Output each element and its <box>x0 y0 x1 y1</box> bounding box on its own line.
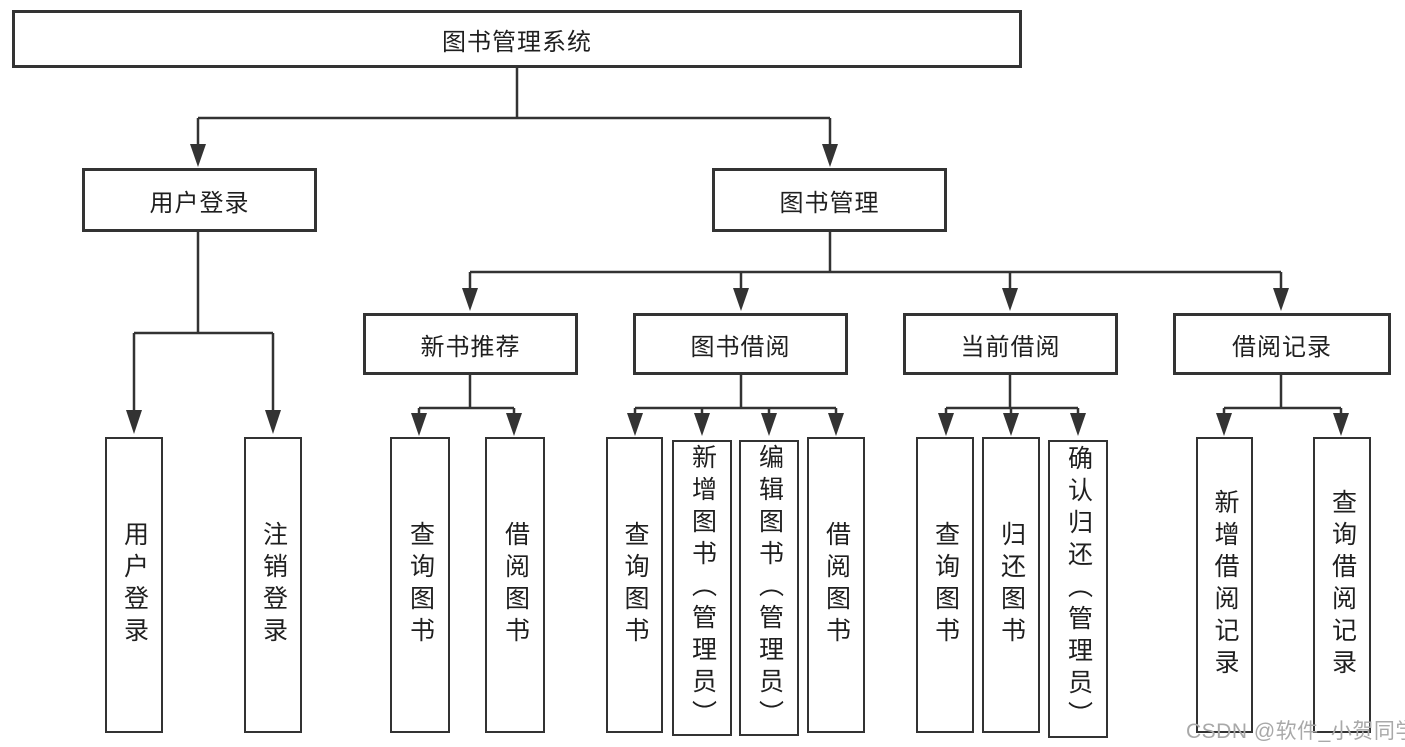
leaf-borrow-books-recommend-label: 借阅图书 <box>501 521 530 649</box>
leaf-query-books-current-label: 查询图书 <box>931 521 960 649</box>
leaf-logout: 注销登录 <box>244 437 302 733</box>
node-root: 图书管理系统 <box>12 10 1022 68</box>
leaf-query-borrow-record: 查询借阅记录 <box>1313 437 1371 733</box>
leaf-confirm-return-admin: 确认归还（管理员） <box>1048 440 1108 738</box>
node-borrow-records: 借阅记录 <box>1173 313 1391 375</box>
leaf-add-books-admin: 新增图书（管理员） <box>672 440 732 736</box>
node-book-borrow: 图书借阅 <box>633 313 848 375</box>
node-new-book-recommend: 新书推荐 <box>363 313 578 375</box>
leaf-return-books-label: 归还图书 <box>997 521 1026 649</box>
leaf-query-books-borrow: 查询图书 <box>606 437 663 733</box>
arrowheads <box>126 144 1349 436</box>
leaf-user-login: 用户登录 <box>105 437 163 733</box>
node-root-label: 图书管理系统 <box>442 28 592 56</box>
node-book-management: 图书管理 <box>712 168 947 232</box>
node-user-login: 用户登录 <box>82 168 317 232</box>
node-book-management-label: 图书管理 <box>779 189 880 217</box>
leaf-query-borrow-record-label: 查询借阅记录 <box>1328 489 1357 681</box>
leaf-edit-books-admin: 编辑图书（管理员） <box>739 440 799 736</box>
node-new-book-recommend-label: 新书推荐 <box>420 333 521 361</box>
csdn-watermark: CSDN @软件_小贺同学 <box>1186 720 1405 743</box>
leaf-confirm-return-admin-label: 确认归还（管理员） <box>1064 445 1093 733</box>
leaf-logout-label: 注销登录 <box>259 521 288 649</box>
node-current-borrow: 当前借阅 <box>903 313 1118 375</box>
leaf-query-books-recommend-label: 查询图书 <box>406 521 435 649</box>
node-book-borrow-label: 图书借阅 <box>690 333 791 361</box>
node-current-borrow-label: 当前借阅 <box>960 333 1061 361</box>
leaf-borrow-books-recommend: 借阅图书 <box>485 437 545 733</box>
leaf-query-books-current: 查询图书 <box>916 437 974 733</box>
leaf-borrow-books: 借阅图书 <box>807 437 865 733</box>
node-borrow-records-label: 借阅记录 <box>1232 333 1332 361</box>
node-user-login-label: 用户登录 <box>149 189 250 217</box>
leaf-add-borrow-record-label: 新增借阅记录 <box>1211 489 1239 681</box>
leaf-return-books: 归还图书 <box>982 437 1040 733</box>
leaf-edit-books-admin-label: 编辑图书（管理员） <box>755 444 784 732</box>
leaf-borrow-books-label: 借阅图书 <box>822 521 851 649</box>
leaf-query-books-recommend: 查询图书 <box>390 437 450 733</box>
leaf-add-books-admin-label: 新增图书（管理员） <box>688 444 717 732</box>
leaf-query-books-borrow-label: 查询图书 <box>621 521 649 649</box>
leaf-user-login-label: 用户登录 <box>120 521 149 649</box>
leaf-add-borrow-record: 新增借阅记录 <box>1196 437 1253 733</box>
